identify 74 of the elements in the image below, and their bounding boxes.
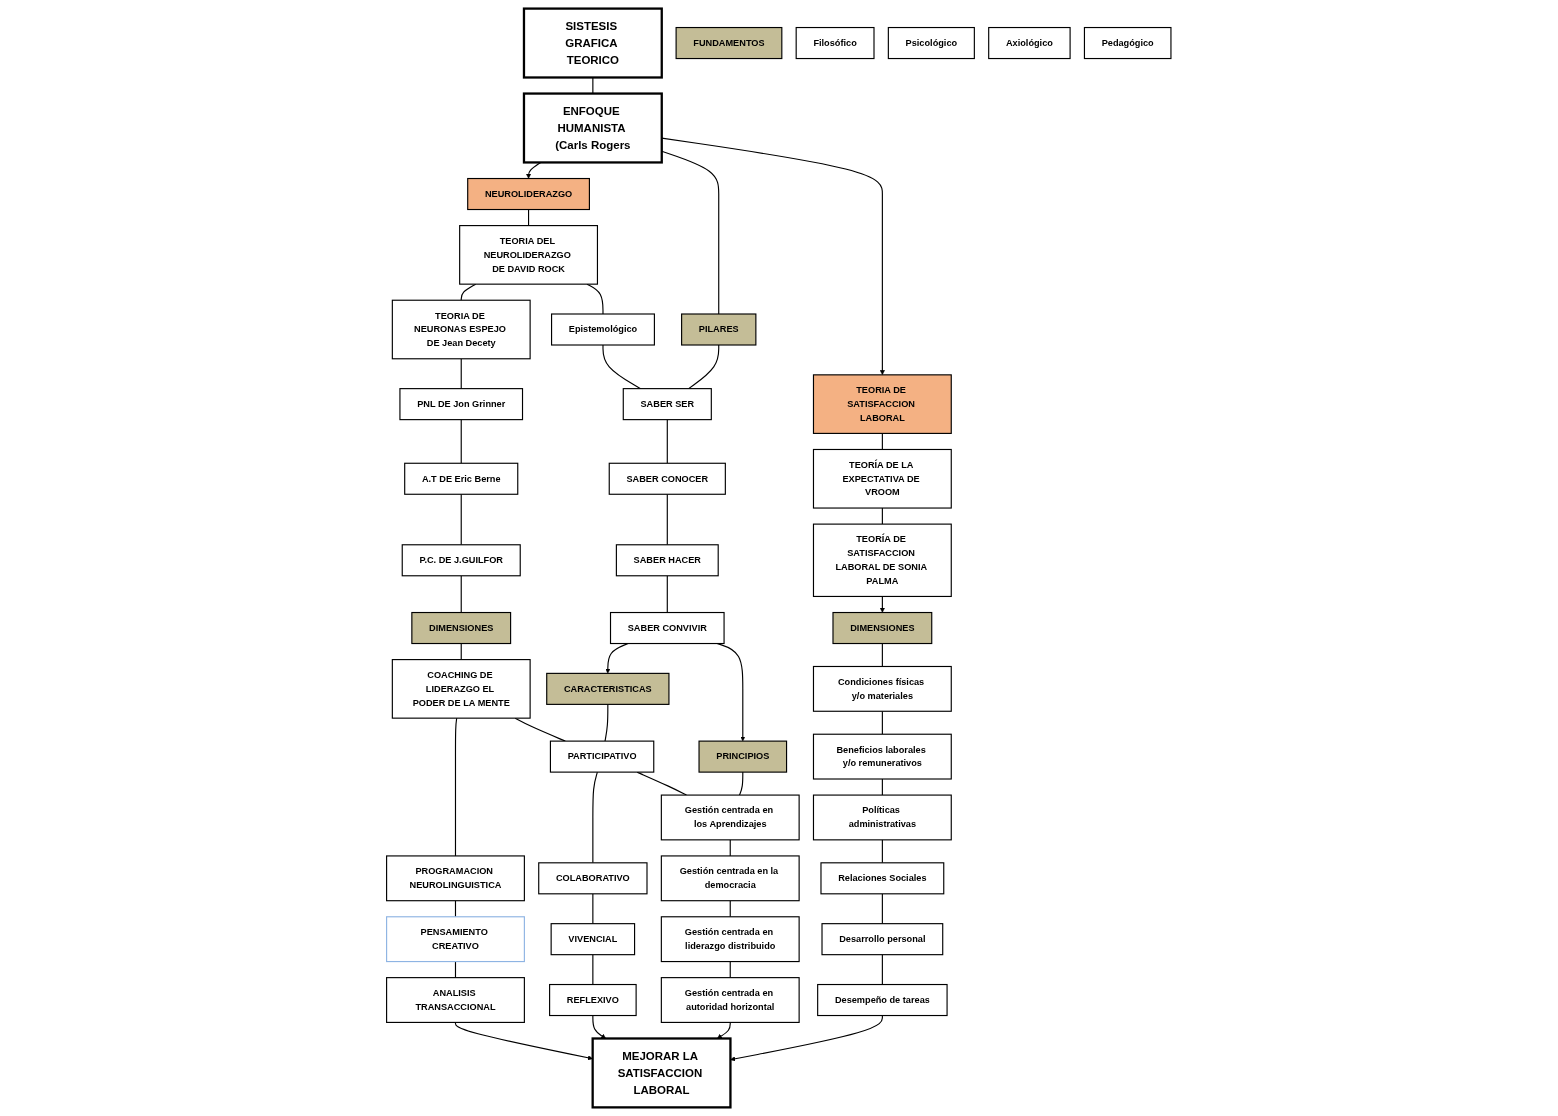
node-box	[675, 26, 783, 60]
node-box	[392, 659, 531, 719]
node-box	[610, 611, 725, 645]
node-box	[888, 26, 976, 60]
node-box	[813, 665, 953, 712]
node-box	[661, 855, 800, 902]
node-box	[820, 862, 945, 895]
connector	[882, 893, 884, 925]
connector	[604, 703, 609, 742]
connector	[455, 717, 458, 857]
node-box	[813, 448, 953, 509]
connector	[592, 893, 594, 925]
connector	[592, 954, 594, 986]
node-box	[459, 225, 599, 285]
node-box	[622, 388, 713, 421]
connector	[592, 771, 599, 864]
connector	[739, 771, 744, 796]
node-box	[661, 794, 800, 841]
node-box	[661, 916, 800, 963]
connector	[661, 150, 720, 315]
node-box	[386, 977, 526, 1023]
node-box	[698, 740, 788, 773]
arrow	[592, 1014, 607, 1039]
connector	[586, 283, 604, 315]
node-box	[392, 299, 531, 360]
node-box	[411, 611, 512, 645]
node-box	[546, 672, 670, 705]
connector	[460, 283, 477, 301]
node-box	[1084, 26, 1172, 60]
arrow	[717, 1021, 732, 1039]
connector	[460, 419, 463, 464]
node-box	[538, 862, 648, 895]
node-box	[523, 92, 664, 164]
node-box	[551, 313, 656, 346]
connector	[882, 839, 884, 864]
node-box	[813, 733, 953, 780]
connector	[460, 358, 463, 390]
connector	[666, 419, 669, 464]
arrow	[880, 595, 886, 613]
connector	[882, 954, 884, 986]
node-box	[523, 7, 664, 79]
node-box	[401, 544, 521, 577]
node-box	[813, 374, 953, 434]
node-box	[661, 977, 800, 1023]
node-box	[404, 462, 519, 495]
node-box	[813, 794, 953, 841]
connector	[882, 642, 884, 668]
node-box	[549, 983, 637, 1017]
node-box	[681, 313, 757, 346]
node-box	[386, 855, 526, 902]
connector	[460, 493, 463, 546]
node-box	[795, 26, 875, 60]
connector	[666, 493, 669, 546]
arrow	[661, 137, 886, 376]
connector	[460, 575, 463, 614]
node-box	[832, 611, 933, 645]
node-box	[616, 544, 719, 577]
node-box	[813, 523, 953, 598]
node-box	[550, 740, 655, 773]
arrow	[605, 642, 629, 674]
node-box	[988, 26, 1071, 60]
node-box	[550, 923, 636, 956]
node-box	[467, 177, 591, 211]
node-box	[399, 388, 524, 421]
connector	[666, 575, 669, 614]
connector	[688, 344, 720, 390]
connector	[882, 710, 884, 735]
node-box	[821, 923, 944, 956]
arrow	[730, 1014, 884, 1062]
node-box	[386, 916, 526, 963]
connector	[602, 344, 642, 390]
node-box	[608, 462, 727, 495]
node-box	[817, 983, 948, 1017]
node-box	[591, 1037, 732, 1109]
